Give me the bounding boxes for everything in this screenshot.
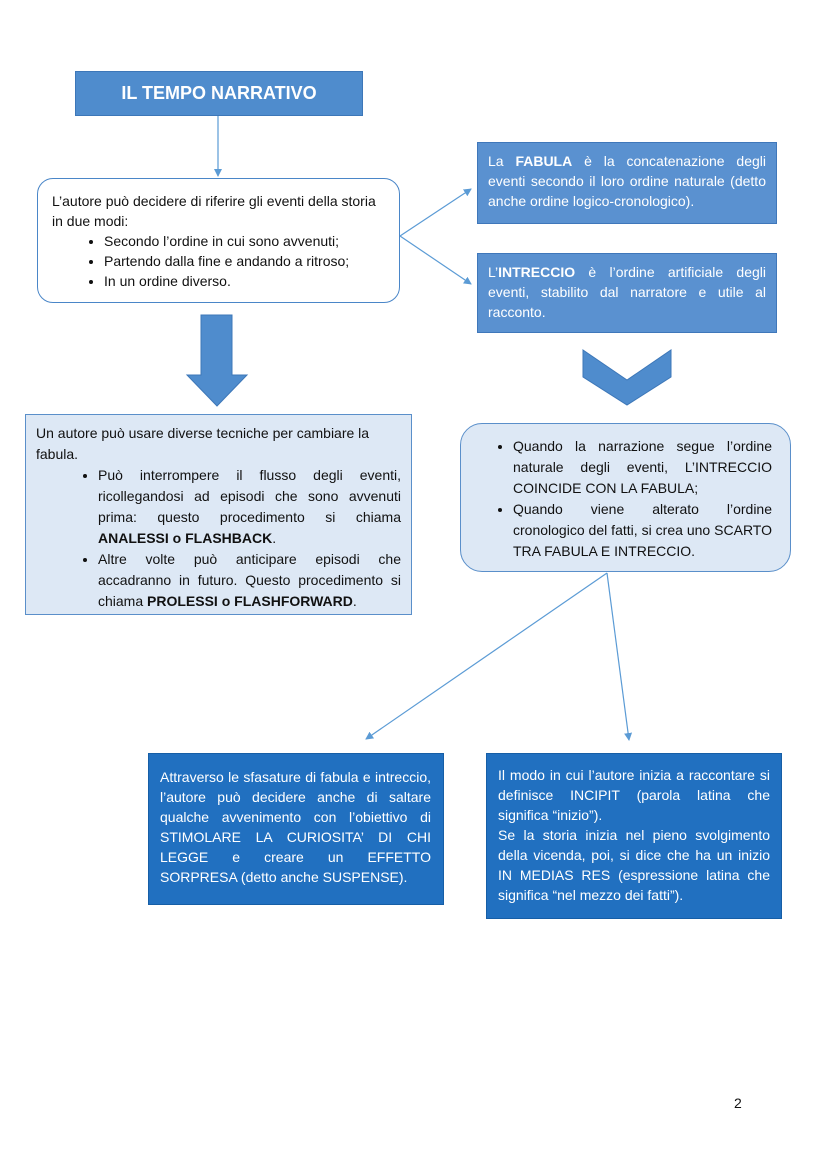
list-item: Quando la narrazione segue l’ordine natu… — [513, 436, 772, 499]
analessi-end: . — [272, 530, 277, 546]
list-item: Può interrompere il flusso degli eventi,… — [98, 465, 401, 549]
coincidence-box: Quando la narrazione segue l’ordine natu… — [460, 423, 791, 572]
intro-to-intreccio-connector — [399, 235, 472, 285]
curiosity-text: Attraverso le sfasature di fabula e intr… — [160, 769, 431, 885]
intreccio-term: INTRECCIO — [498, 264, 576, 280]
intreccio-box: L’INTRECCIO è l’ordine artificiale degli… — [477, 253, 777, 333]
prolessi-end: . — [352, 593, 357, 609]
prolessi-term: PROLESSI o FLASHFORWARD — [147, 593, 353, 609]
intro-box: L’autore può decidere di riferire gli ev… — [37, 178, 400, 303]
analessi-term: ANALESSI o FLASHBACK — [98, 530, 273, 546]
list-item: Partendo dalla fine e andando a ritroso; — [104, 251, 385, 271]
list-item: Quando viene alterato l’ordine cronologi… — [513, 499, 772, 562]
prolessi-text: Altre volte può anticipare episodi che a… — [98, 551, 401, 609]
list-item: Secondo l’ordine in cui sono avvenuti; — [104, 231, 385, 251]
fabula-term: FABULA — [515, 153, 573, 169]
techniques-intro: Un autore può usare diverse tecniche per… — [36, 425, 370, 462]
list-item: In un ordine diverso. — [104, 271, 385, 291]
coincidence-to-curiosity-connector — [365, 572, 608, 740]
block-arrow-down — [185, 314, 249, 407]
title-text: IL TEMPO NARRATIVO — [121, 83, 317, 103]
intro-text: L’autore può decidere di riferire gli ev… — [52, 193, 376, 229]
coincidence-to-incipit-connector — [606, 572, 633, 741]
intreccio-pre-text: L’ — [488, 264, 499, 280]
page-number: 2 — [734, 1095, 742, 1111]
fabula-pre-text: La — [488, 153, 516, 169]
title-box: IL TEMPO NARRATIVO — [75, 71, 363, 116]
intro-to-fabula-connector — [399, 188, 472, 237]
analessi-text: Può interrompere il flusso degli eventi,… — [98, 467, 401, 525]
intreccio-definition: è l’ordine artificiale degli eventi, sta… — [488, 264, 766, 320]
techniques-box: Un autore può usare diverse tecniche per… — [25, 414, 412, 615]
chevron-down-shape — [582, 349, 672, 406]
list-item: Altre volte può anticipare episodi che a… — [98, 549, 401, 612]
coincidence-list: Quando la narrazione segue l’ordine natu… — [471, 436, 772, 562]
fabula-box: La FABULA è la concatenazione degli even… — [477, 142, 777, 224]
incipit-box: Il modo in cui l’autore inizia a raccont… — [486, 753, 782, 919]
in-medias-res-paragraph: Se la storia inizia nel pieno svolgiment… — [498, 827, 770, 903]
incipit-paragraph: Il modo in cui l’autore inizia a raccont… — [498, 767, 770, 823]
techniques-list: Può interrompere il flusso degli eventi,… — [36, 465, 401, 612]
intro-list: Secondo l’ordine in cui sono avvenuti; P… — [52, 231, 385, 291]
fabula-definition: è la concatenazione degli eventi secondo… — [488, 153, 766, 209]
curiosity-box: Attraverso le sfasature di fabula e intr… — [148, 753, 444, 905]
